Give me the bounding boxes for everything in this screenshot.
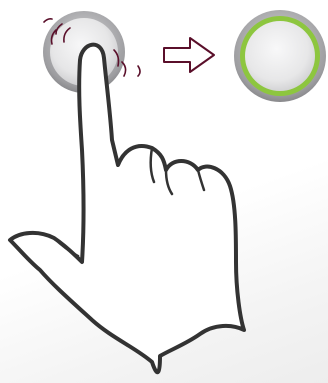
outline-arrow-right-icon — [164, 38, 214, 72]
pointing-hand-icon — [10, 45, 244, 373]
push-button-active-icon — [234, 10, 326, 102]
active-button-face — [245, 21, 315, 91]
